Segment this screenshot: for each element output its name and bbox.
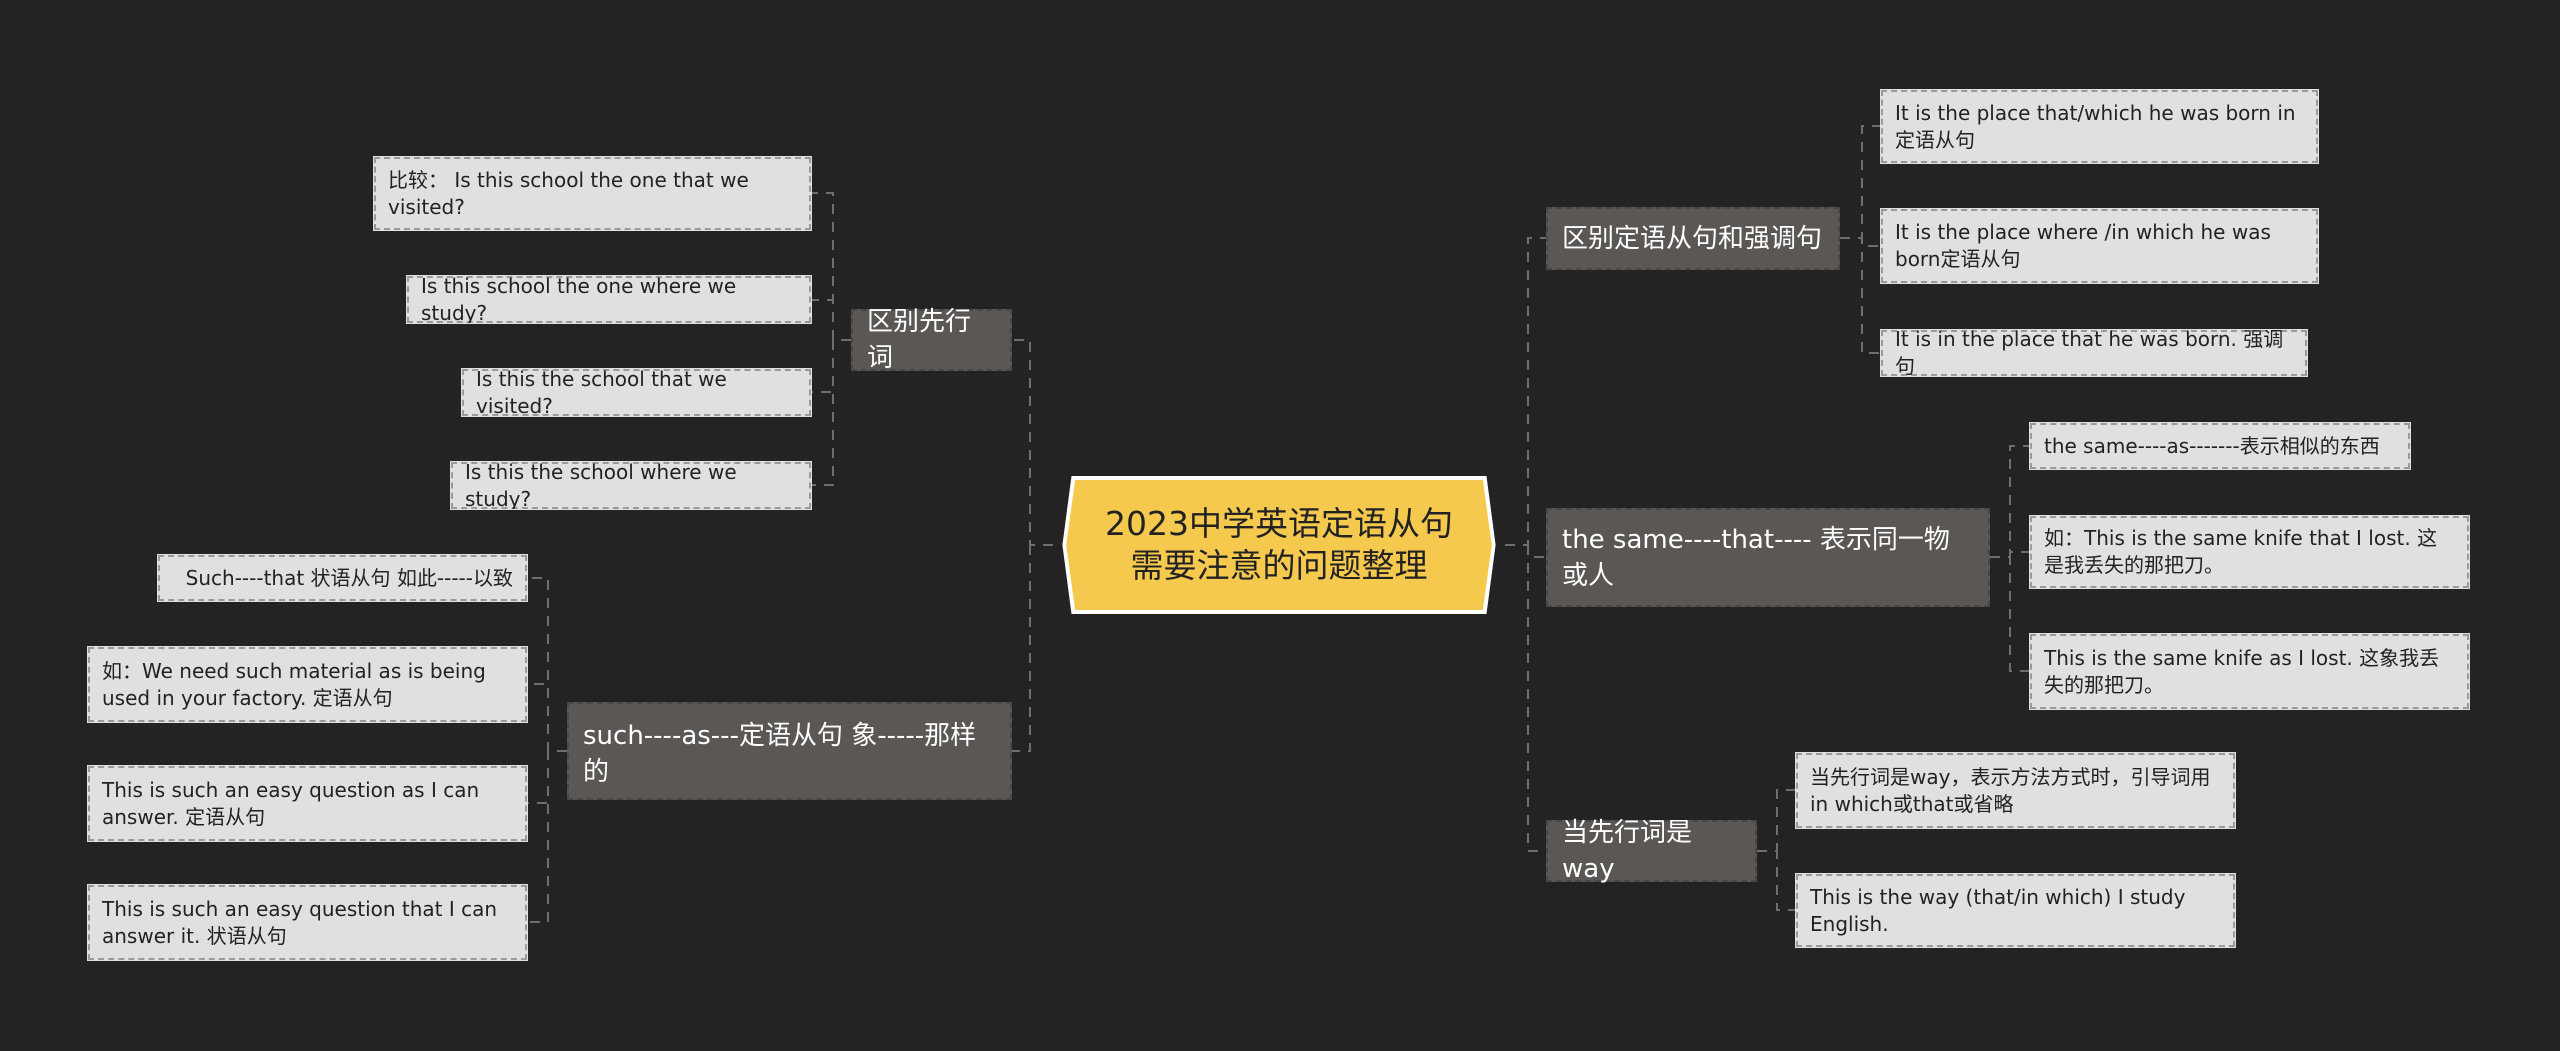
connector-line bbox=[1527, 545, 1546, 852]
connector-line bbox=[1840, 237, 1881, 354]
leaf-text: 当先行词是way，表示方法方式时，引导词用in which或that或省略 bbox=[1810, 764, 2211, 816]
leaf-node[interactable]: It is in the place that he was born. 强调句 bbox=[1880, 327, 2308, 378]
branch-label: 区别先行词 bbox=[867, 307, 972, 373]
leaf-node[interactable]: It is the place that/which he was born i… bbox=[1880, 89, 2319, 164]
branch-the-same-that[interactable]: the same----that---- 表示同一物或人 bbox=[1546, 508, 1990, 607]
leaf-node[interactable]: Is this the school that we visited? bbox=[461, 367, 812, 418]
leaf-text: This is such an easy question that I can… bbox=[102, 896, 498, 948]
connector-line bbox=[1990, 445, 2030, 558]
leaf-node[interactable]: the same----as-------表示相似的东西 bbox=[2029, 422, 2411, 470]
connector-line bbox=[1757, 850, 1796, 911]
leaf-node[interactable]: This is such an easy question as I can a… bbox=[87, 765, 528, 842]
central-topic-label: 2023中学英语定语从句需要注意的问题整理 bbox=[1105, 504, 1453, 585]
connector-line bbox=[1012, 339, 1053, 546]
connector-line bbox=[811, 299, 851, 341]
connector-line bbox=[527, 750, 567, 923]
leaf-text: Is this the school that we visited? bbox=[476, 366, 727, 418]
leaf-node[interactable]: This is the same knife as I lost. 这象我丢失的… bbox=[2029, 633, 2470, 710]
leaf-node[interactable]: This is the way (that/in which) I study … bbox=[1795, 873, 2236, 948]
branch-label: such----as---定语从句 象-----那样的 bbox=[583, 721, 977, 787]
leaf-text: 如：This is the same knife that I lost. 这是… bbox=[2044, 526, 2438, 577]
leaf-node[interactable]: It is the place where /in which he was b… bbox=[1880, 208, 2319, 284]
leaf-text: 比较： Is this school the one that we visit… bbox=[388, 167, 749, 219]
connector-line bbox=[527, 683, 567, 752]
connector-line bbox=[1527, 545, 1546, 558]
branch-such-as[interactable]: such----as---定语从句 象-----那样的 bbox=[567, 702, 1012, 800]
connector-line bbox=[1505, 237, 1546, 546]
leaf-node[interactable]: Is this school the one where we study? bbox=[406, 274, 812, 325]
connector-line bbox=[811, 339, 851, 486]
leaf-node[interactable]: This is such an easy question that I can… bbox=[87, 884, 528, 961]
leaf-text: the same----as-------表示相似的东西 bbox=[2044, 433, 2380, 458]
leaf-text: It is in the place that he was born. 强调句 bbox=[1895, 327, 2284, 378]
connector-line bbox=[1840, 125, 1881, 239]
branch-label: the same----that---- 表示同一物或人 bbox=[1562, 524, 1950, 591]
branch-label: 当先行词是way bbox=[1562, 818, 1693, 884]
leaf-node[interactable]: 如：This is the same knife that I lost. 这是… bbox=[2029, 515, 2470, 589]
connector-line bbox=[1840, 237, 1881, 247]
leaf-text: Is this school the one where we study? bbox=[421, 273, 737, 325]
branch-distinguish-antecedent[interactable]: 区别先行词 bbox=[851, 307, 1012, 373]
leaf-node[interactable]: 当先行词是way，表示方法方式时，引导词用in which或that或省略 bbox=[1795, 752, 2236, 829]
leaf-node[interactable]: 如：We need such material as is being used… bbox=[87, 646, 528, 723]
leaf-node[interactable]: 比较： Is this school the one that we visit… bbox=[373, 156, 812, 231]
leaf-text: This is the way (that/in which) I study … bbox=[1810, 884, 2186, 936]
leaf-node[interactable]: Is this the school where we study? bbox=[450, 460, 812, 511]
leaf-text: Such----that 状语从句 如此-----以致 bbox=[185, 565, 513, 590]
connector-line bbox=[811, 192, 851, 341]
central-topic[interactable]: 2023中学英语定语从句需要注意的问题整理 bbox=[1066, 480, 1492, 610]
branch-clause-vs-emphatic[interactable]: 区别定语从句和强调句 bbox=[1546, 207, 1840, 270]
leaf-text: 如：We need such material as is being used… bbox=[102, 658, 486, 710]
leaf-text: This is such an easy question as I can a… bbox=[102, 777, 480, 829]
connector-line bbox=[1757, 789, 1796, 852]
leaf-text: This is the same knife as I lost. 这象我丢失的… bbox=[2044, 645, 2440, 697]
connector-line bbox=[811, 339, 851, 393]
leaf-text: Is this the school where we study? bbox=[465, 459, 737, 511]
branch-label: 区别定语从句和强调句 bbox=[1562, 223, 1823, 254]
leaf-node[interactable]: Such----that 状语从句 如此-----以致 bbox=[157, 554, 528, 602]
connector-line bbox=[1012, 545, 1031, 752]
leaf-text: It is the place that/which he was born i… bbox=[1895, 100, 2296, 152]
connector-line bbox=[1990, 556, 2030, 672]
branch-antecedent-way[interactable]: 当先行词是way bbox=[1546, 818, 1757, 884]
leaf-text: It is the place where /in which he was b… bbox=[1895, 220, 2271, 271]
